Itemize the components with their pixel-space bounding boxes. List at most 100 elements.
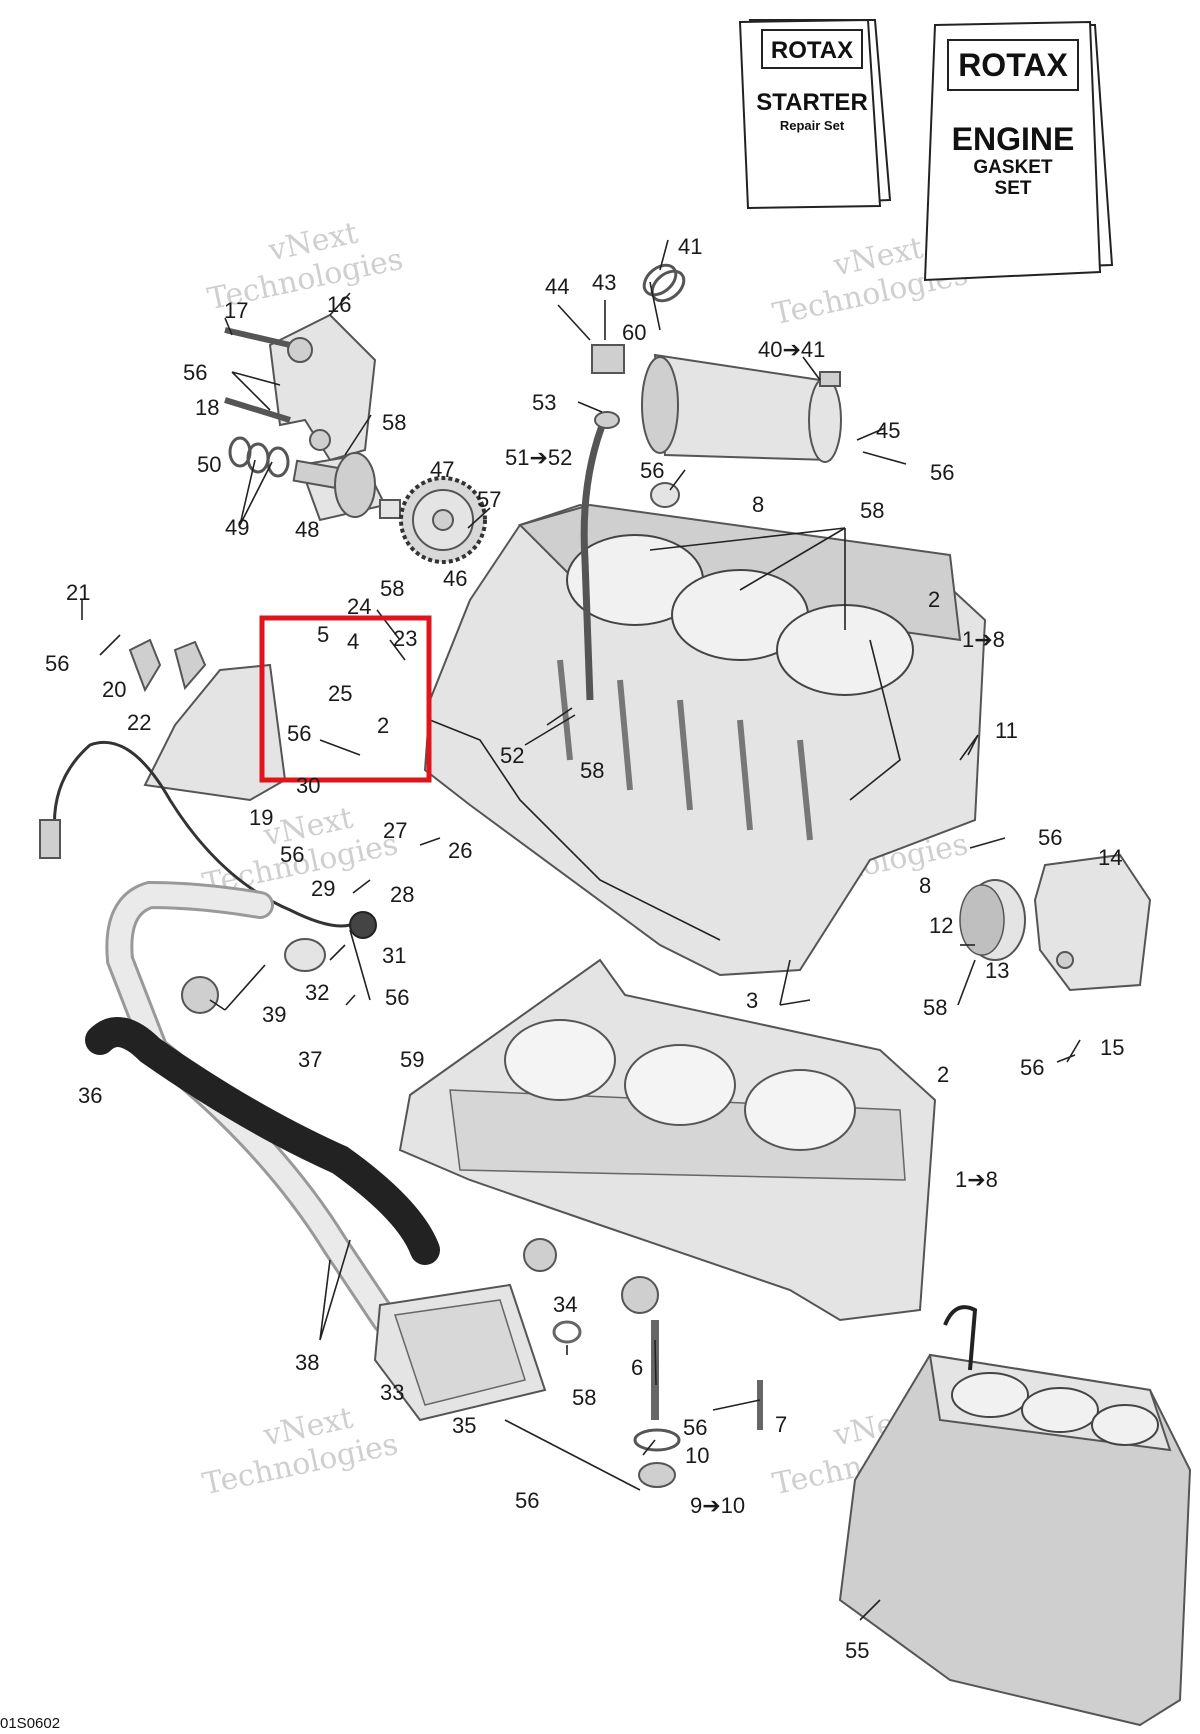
callout-label: 48 [295, 517, 319, 542]
diagram-code: 01S0602 [0, 1715, 60, 1732]
svg-text:SET: SET [995, 178, 1032, 199]
callout-label: 49 [225, 515, 249, 540]
callout-label: 10 [685, 1443, 709, 1468]
drain-plug [633, 1428, 681, 1488]
callout-label: 15 [1100, 1035, 1124, 1060]
callout-label: 58 [580, 758, 604, 783]
callout-label: 8 [752, 492, 764, 517]
callout-label: 52 [500, 743, 524, 768]
callout-label: 56 [287, 721, 311, 746]
upper-crankcase [423, 503, 987, 977]
callout-label: 56 [280, 842, 304, 867]
callout-label: 56 [1038, 825, 1062, 850]
callout-label: 2 [928, 587, 940, 612]
callout-label: 33 [380, 1380, 404, 1405]
callout-label: 20 [102, 677, 126, 702]
engine-mount-left [128, 638, 287, 802]
callout-label: 56 [930, 460, 954, 485]
callout-label: 41 [678, 234, 702, 259]
callout-labels: 41 44 43 60 40➔41 17 16 56 18 58 53 45 5… [45, 234, 1124, 1663]
callout-label: 28 [390, 882, 414, 907]
oil-pipe [105, 880, 399, 1334]
callout-label: 56 [1020, 1055, 1044, 1080]
callout-label: 60 [622, 320, 646, 345]
callout-label: 47 [430, 457, 454, 482]
bendix-drive [292, 452, 401, 522]
callout-label: 19 [249, 805, 273, 830]
callout-label: 44 [545, 274, 569, 299]
callout-label: 11 [995, 718, 1018, 743]
idler-gear [399, 476, 487, 564]
callout-label: 7 [775, 1412, 787, 1437]
callout-label: 56 [640, 458, 664, 483]
callout-label: 39 [262, 1002, 286, 1027]
bolts-17-18 [224, 327, 291, 423]
callout-label: 56 [515, 1488, 539, 1513]
starter-bracket [268, 313, 377, 462]
svg-text:ROTAX: ROTAX [771, 37, 853, 64]
callout-label: 36 [78, 1083, 102, 1108]
dipstick-tube [580, 411, 620, 701]
callout-label: 58 [382, 410, 406, 435]
callout-label: 58 [923, 995, 947, 1020]
engine-gasket-set-booklet: ROTAX ENGINE GASKET SET [923, 20, 1114, 282]
callout-label: 56 [45, 651, 69, 676]
callout-label: 32 [305, 980, 329, 1005]
svg-text:ROTAX: ROTAX [958, 47, 1068, 83]
svg-text:STARTER: STARTER [756, 89, 868, 116]
callout-label: 25 [328, 681, 352, 706]
lower-crankcase [398, 958, 937, 1322]
couplers-39 [181, 938, 326, 1014]
callout-label: 29 [311, 876, 335, 901]
short-block-assembly [838, 1305, 1192, 1727]
callout-label: 13 [985, 958, 1009, 983]
callout-label: 43 [592, 270, 616, 295]
engine-mount-right [1033, 853, 1152, 992]
callout-label: 30 [296, 773, 320, 798]
o-rings-41 [642, 263, 686, 303]
starter-motor [641, 353, 842, 463]
callout-label: 57 [477, 487, 501, 512]
callout-label: 45 [876, 418, 900, 443]
svg-text:ENGINE: ENGINE [952, 121, 1075, 157]
callout-label: 34 [553, 1292, 577, 1317]
highlight-box [259, 615, 432, 783]
o-ring-34 [552, 1320, 582, 1344]
callout-label: 40➔41 [758, 337, 825, 362]
callout-label: 56 [183, 360, 207, 385]
svg-text:GASKET: GASKET [973, 157, 1053, 178]
callout-label: 37 [298, 1047, 322, 1072]
callout-label: 2 [377, 713, 389, 738]
callout-label: 56 [385, 985, 409, 1010]
callout-label: 58 [572, 1385, 596, 1410]
watermark: vNext Technologies [200, 1401, 401, 1503]
washers-49-50 [228, 436, 290, 478]
callout-label: 23 [393, 626, 417, 651]
callout-label: 50 [197, 452, 221, 477]
long-bolts-6-7 [651, 1320, 763, 1430]
cap-12-13 [959, 879, 1026, 961]
sensor-harness [39, 740, 377, 939]
callout-label: 9➔10 [690, 1493, 745, 1518]
watermark: vNext Technologies [200, 801, 401, 903]
callout-label: 2 [937, 1062, 949, 1087]
callout-label: 24 [347, 594, 371, 619]
callout-label: 35 [452, 1413, 476, 1438]
callout-label: 21 [66, 580, 90, 605]
callout-label: 12 [929, 913, 953, 938]
callout-label: 1➔8 [955, 1167, 998, 1192]
callout-label: 1➔8 [962, 627, 1005, 652]
callout-label: 17 [224, 298, 248, 323]
callout-label: 59 [400, 1047, 424, 1072]
callout-label: 53 [532, 390, 556, 415]
callout-label: 14 [1098, 845, 1122, 870]
callout-label: 26 [448, 838, 472, 863]
callout-label: 38 [295, 1350, 319, 1375]
oil-hose [85, 1017, 440, 1265]
callout-label: 56 [683, 1415, 707, 1440]
callout-label: 6 [631, 1355, 643, 1380]
svg-text:Repair Set: Repair Set [780, 118, 845, 133]
callout-label: 58 [860, 498, 884, 523]
callout-label: 27 [383, 818, 407, 843]
